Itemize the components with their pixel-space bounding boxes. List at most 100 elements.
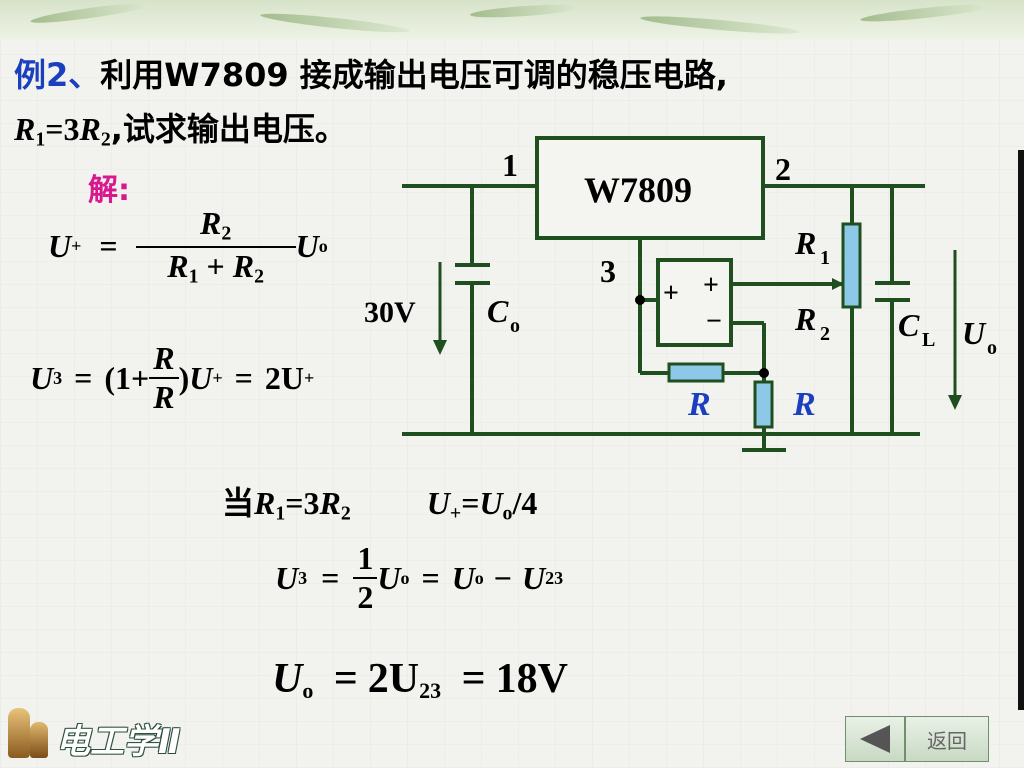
eq2-u: U bbox=[189, 359, 213, 396]
cond-eq: = bbox=[461, 485, 480, 521]
eq1-rhs-sub: o bbox=[318, 236, 328, 257]
course-logo: 电工学Ⅱ bbox=[0, 700, 200, 768]
output-voltage-arrow-icon bbox=[948, 395, 962, 410]
eq4-equals: = bbox=[333, 656, 358, 702]
eq1-den-plus: + bbox=[206, 247, 225, 284]
ground-resistor-label: R bbox=[792, 386, 816, 423]
eq3-u2-sub: o bbox=[474, 567, 484, 588]
eq3-num: 1 bbox=[353, 540, 378, 579]
pin2-label: 2 bbox=[775, 151, 791, 187]
eq3-lhs: U bbox=[275, 559, 299, 596]
r1-label: R bbox=[794, 225, 816, 261]
junction-plus-label: + bbox=[663, 278, 679, 309]
eq1-num-r: R bbox=[199, 205, 222, 241]
cond-u: U bbox=[426, 485, 450, 521]
eq3-u: U bbox=[377, 559, 401, 596]
eq2-lhs-sub: 3 bbox=[53, 367, 63, 388]
eq2-fraction: R R bbox=[149, 340, 179, 416]
eq3-minus: − bbox=[493, 559, 513, 596]
wiper-arrow-icon bbox=[832, 278, 844, 290]
input-voltage-label: 30V bbox=[364, 296, 416, 329]
eq2-close: ) bbox=[178, 359, 190, 396]
feedback-resistor bbox=[667, 362, 725, 383]
eq3-equals-2: = bbox=[421, 559, 440, 596]
eq2-num: R bbox=[149, 340, 179, 379]
return-button[interactable]: 返回 bbox=[905, 716, 989, 762]
cl-label: C bbox=[898, 307, 920, 343]
problem-text-1: 利用W7809 接成输出电压可调的稳压电路, bbox=[100, 56, 728, 94]
tube-icon bbox=[30, 722, 48, 758]
pin1-label: 1 bbox=[502, 147, 518, 183]
problem-line-2: R1=3R2,试求输出电压。 bbox=[14, 104, 347, 152]
eq1-den-r2-sub: 2 bbox=[254, 265, 264, 288]
cond-r2-sub: 2 bbox=[340, 502, 351, 525]
eq1-fraction: R2 R1 + R2 bbox=[135, 205, 296, 289]
cond-mid: =3 bbox=[285, 485, 320, 521]
eq3-equals: = bbox=[321, 559, 340, 596]
cond-r1-sub: 1 bbox=[275, 502, 286, 525]
cin-subscript: o bbox=[510, 315, 520, 337]
eq3-u3-sub: 23 bbox=[545, 567, 564, 588]
final-result: Uo =2U23 =18V bbox=[272, 655, 568, 704]
solution-label: 解: bbox=[88, 173, 130, 208]
example-label: 例2、 bbox=[14, 56, 101, 94]
tube-icon bbox=[8, 708, 30, 758]
r2-symbol: R bbox=[79, 111, 101, 147]
ground-resistor bbox=[753, 380, 774, 429]
junction-dot bbox=[759, 368, 769, 378]
eq2-lhs: U bbox=[30, 359, 54, 396]
cond-prefix: 当 bbox=[222, 484, 255, 522]
previous-button[interactable] bbox=[845, 716, 905, 762]
back-arrow-icon bbox=[860, 725, 890, 753]
opamp-minus-label: − bbox=[706, 306, 722, 337]
r2-subscript: 2 bbox=[100, 128, 111, 151]
eq4-rhs: 18V bbox=[495, 656, 568, 702]
cond-uo-sub: o bbox=[502, 502, 513, 525]
eq2-open: (1+ bbox=[104, 359, 150, 396]
eq3-fraction: 1 2 bbox=[353, 540, 378, 616]
eq4-lhs: U bbox=[272, 656, 303, 702]
eq1-lhs-sub: + bbox=[71, 236, 82, 257]
problem-text-2: ,试求输出电压。 bbox=[110, 110, 347, 148]
eq3-u3: U bbox=[522, 559, 546, 596]
eq4-mid: 2U bbox=[367, 656, 420, 702]
input-voltage-arrow-icon bbox=[433, 340, 447, 355]
eq1-numerator: R2 bbox=[135, 205, 296, 248]
eq1-equals: = bbox=[99, 228, 118, 265]
feedback-resistor-label: R bbox=[687, 386, 711, 423]
eq4-mid-sub: 23 bbox=[419, 678, 442, 704]
r1-symbol: R bbox=[14, 111, 36, 147]
eq1-den-r2: R bbox=[232, 247, 255, 284]
eq2-equals-2: = bbox=[234, 359, 253, 396]
eq4-equals-2: = bbox=[461, 656, 486, 702]
eq2-rhs: 2U bbox=[264, 359, 304, 396]
right-edge-bar bbox=[1018, 150, 1024, 710]
r1-subscript: 1 bbox=[820, 247, 830, 269]
eq3-u-sub: o bbox=[400, 567, 410, 588]
cond-r2: R bbox=[319, 485, 341, 521]
eq2-equals: = bbox=[74, 359, 93, 396]
eq2-u-sub: + bbox=[212, 367, 223, 388]
condition-line: 当R1=3R2 U+=Uo/4 bbox=[222, 478, 537, 526]
problem-line-1: 例2、利用W7809 接成输出电压可调的稳压电路, bbox=[14, 50, 728, 96]
cond-u-sub: + bbox=[449, 502, 462, 525]
eq2-den: R bbox=[153, 379, 175, 415]
course-logo-text: 电工学Ⅱ bbox=[56, 722, 181, 762]
opamp-plus-label: + bbox=[703, 270, 719, 301]
uout-label: U bbox=[962, 315, 987, 351]
eq3-lhs-sub: 3 bbox=[298, 567, 308, 588]
cond-uo: U bbox=[479, 485, 503, 521]
r2-label: R bbox=[794, 301, 816, 337]
uout-subscript: o bbox=[987, 337, 997, 359]
eq1-denominator: R1 + R2 bbox=[167, 248, 264, 289]
cin-label: C bbox=[487, 293, 509, 329]
eq4-lhs-sub: o bbox=[302, 678, 314, 704]
r2-subscript: 2 bbox=[820, 323, 830, 345]
chip-label: W7809 bbox=[584, 170, 692, 210]
eq3-den: 2 bbox=[357, 579, 374, 615]
eq1-num-sub: 2 bbox=[221, 222, 232, 245]
r1-subscript: 1 bbox=[35, 128, 46, 151]
